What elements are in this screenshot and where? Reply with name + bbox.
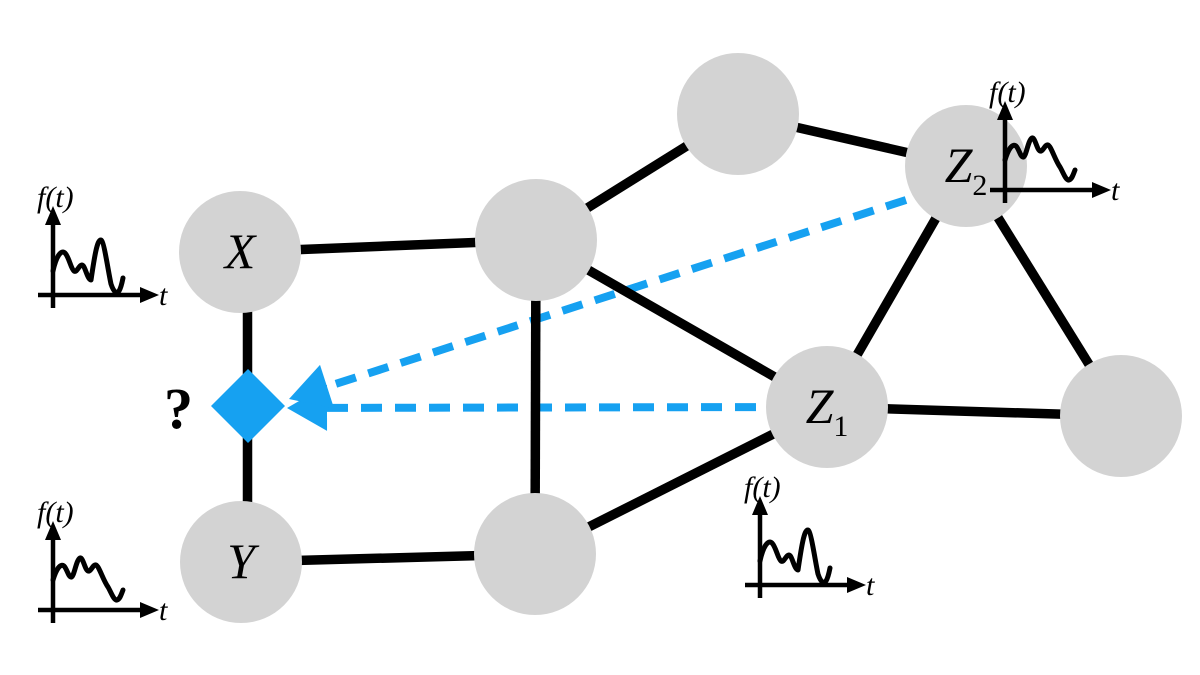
node-x: X: [179, 191, 301, 313]
mini-plot-z1: f(t) t: [744, 471, 875, 602]
node-circle-y: [180, 501, 302, 623]
node-label-x: X: [223, 223, 258, 279]
node-circle-z2: [905, 105, 1027, 227]
query-question-mark: ?: [164, 376, 193, 441]
node-circle-x: [179, 191, 301, 313]
signal-curve: [757, 527, 833, 585]
node-bottom: [474, 493, 596, 615]
signal-curve: [1002, 135, 1078, 183]
node-label-z1: Z1: [806, 378, 849, 443]
mini-plot-top-left: f(t) t: [37, 181, 168, 312]
dashed-influence-arrows: [287, 196, 908, 431]
node-circle-top: [677, 53, 799, 175]
x-axis-label: t: [866, 569, 875, 602]
node-z2: Z2: [905, 105, 1027, 227]
mini-plot-bottom-left: f(t) t: [37, 496, 168, 627]
signal-curve: [50, 555, 126, 603]
x-axis-label: t: [159, 594, 168, 627]
node-circle-mid: [475, 179, 597, 301]
y-axis-label: f(t): [37, 181, 74, 214]
query-diamond-marker: [211, 369, 285, 443]
node-label-y: Y: [227, 533, 260, 589]
y-axis-label: f(t): [37, 496, 74, 529]
node-top: [677, 53, 799, 175]
dashed-arrow-line-z1: [326, 403, 791, 412]
node-mid: [475, 179, 597, 301]
x-axis-label: t: [159, 279, 168, 312]
node-y: Y: [180, 501, 302, 623]
node-z1: Z1: [766, 346, 888, 468]
arrowhead-z2: [289, 364, 335, 409]
node-right: [1060, 355, 1182, 477]
y-axis-label: f(t): [989, 76, 1026, 109]
node-circle-z1: [766, 346, 888, 468]
x-axis-label: t: [1111, 174, 1120, 207]
node-circle-right: [1060, 355, 1182, 477]
node-circle-bottom: [474, 493, 596, 615]
signal-curve: [50, 237, 126, 295]
mini-plot-z2: f(t) t: [989, 76, 1120, 207]
y-axis-label: f(t): [744, 471, 781, 504]
node-label-z2: Z2: [945, 137, 988, 202]
